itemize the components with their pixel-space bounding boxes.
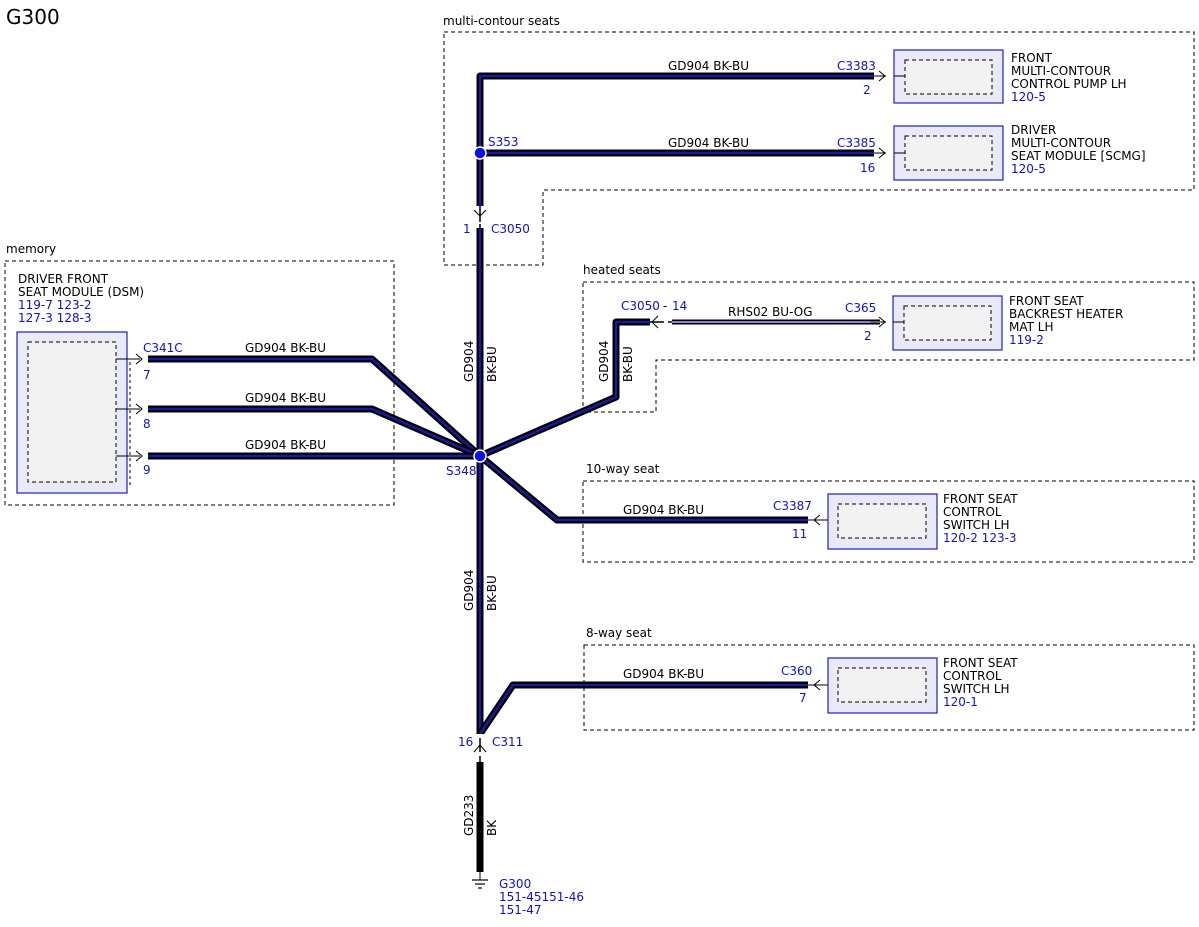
switch10-pin: 11	[792, 527, 807, 541]
scmg-connector: C3385	[837, 136, 876, 150]
wire-label-pump: GD904 BK-BU	[668, 59, 749, 73]
pump-name-2: MULTI-CONTOUR	[1011, 64, 1111, 78]
heater-name-3: MAT LH	[1009, 320, 1053, 334]
wire-label-trunk-upper-color: BK-BU	[485, 346, 499, 382]
component-dsm[interactable]: DRIVER FRONT SEAT MODULE (DSM) 119-7 123…	[16, 272, 183, 494]
switch8-name-1: FRONT SEAT	[943, 656, 1018, 670]
c311-pin: 16	[458, 735, 473, 749]
pump-name-3: CONTROL PUMP LH	[1011, 77, 1127, 91]
switch10-name-1: FRONT SEAT	[943, 492, 1018, 506]
component-scmg[interactable]: C3385 16 DRIVER MULTI-CONTOUR SEAT MODUL…	[837, 123, 1146, 181]
ground-g300[interactable]: G300 151-45151-46 151-47	[472, 872, 584, 917]
switch8-name-3: SWITCH LH	[943, 682, 1010, 696]
group-label-memory: memory	[6, 242, 56, 256]
wire-label-dsm-9: GD904 BK-BU	[245, 438, 326, 452]
dsm-pin-8: 8	[143, 417, 151, 431]
wire-label-trunk-lower-color: BK-BU	[485, 575, 499, 611]
dsm-connector: C341C	[143, 341, 183, 355]
scmg-name-1: DRIVER	[1011, 123, 1056, 137]
pump-pin: 2	[863, 83, 871, 97]
wire-label-heated-circuit: GD904	[597, 341, 611, 382]
dsm-pin-9: 9	[143, 463, 151, 477]
group-label-8-way: 8-way seat	[586, 626, 652, 640]
ground-name: G300	[499, 877, 531, 891]
connector-c3050-heated: C3050 - 14	[621, 299, 687, 329]
wire-label-gd233-color: BK	[485, 819, 499, 836]
c311-label: C311	[492, 735, 523, 749]
wire-label-switch8: GD904 BK-BU	[623, 667, 704, 681]
wire-label-gd233-circuit: GD233	[462, 795, 476, 836]
c3050-heated-pin: 14	[672, 299, 687, 313]
scmg-ref: 120-5	[1011, 162, 1046, 176]
wire-gd904-switch8	[477, 681, 808, 736]
scmg-name-2: MULTI-CONTOUR	[1011, 136, 1111, 150]
switch8-connector: C360	[781, 664, 812, 678]
switch10-connector: C3387	[773, 499, 812, 513]
c3050-heated-dash: -	[663, 299, 667, 313]
ground-ref-2: 151-47	[499, 903, 542, 917]
group-10-way: 10-way seat	[582, 462, 1195, 563]
connector-c3050-trunk: 1 C3050	[463, 206, 530, 236]
switch8-name-2: CONTROL	[943, 669, 1002, 683]
switch10-name-2: CONTROL	[943, 505, 1002, 519]
component-switch-10-way[interactable]: C3387 11 FRONT SEAT CONTROL SWITCH LH 12…	[773, 492, 1018, 550]
diagram-title: G300	[6, 5, 60, 29]
switch10-name-3: SWITCH LH	[943, 518, 1010, 532]
group-label-10-way: 10-way seat	[586, 462, 660, 476]
wire-label-trunk-upper-circuit: GD904	[462, 341, 476, 382]
splice-label-s353: S353	[488, 135, 519, 149]
switch10-ref: 120-2 123-3	[943, 531, 1017, 545]
scmg-name-3: SEAT MODULE [SCMG]	[1011, 149, 1146, 163]
dsm-ref-1: 119-7 123-2	[18, 298, 92, 312]
component-heater[interactable]: C365 2 FRONT SEAT BACKREST HEATER MAT LH…	[845, 294, 1123, 351]
splice-s348	[473, 449, 487, 463]
connector-c311: 16 C311	[458, 734, 523, 762]
splice-s353	[473, 146, 487, 160]
ground-ref-1: 151-45151-46	[499, 890, 584, 904]
splice-label-s348: S348	[446, 464, 477, 478]
wire-gd904-heated	[478, 318, 650, 460]
pump-connector: C3383	[837, 59, 876, 73]
heater-pin: 2	[864, 329, 872, 343]
c3050-heated-label: C3050	[621, 299, 660, 313]
group-multi-contour: multi-contour seats	[443, 14, 1195, 266]
scmg-pin: 16	[860, 161, 875, 175]
group-label-heated: heated seats	[583, 263, 661, 277]
group-label-multi-contour: multi-contour seats	[443, 14, 560, 28]
dsm-pin-7: 7	[143, 368, 151, 382]
c3050-pin: 1	[463, 222, 471, 236]
component-pump[interactable]: C3383 2 FRONT MULTI-CONTOUR CONTROL PUMP…	[837, 49, 1127, 104]
heater-connector: C365	[845, 301, 876, 315]
pump-ref: 120-5	[1011, 90, 1046, 104]
switch8-pin: 7	[799, 691, 807, 705]
wire-label-heated-color: BK-BU	[621, 346, 635, 382]
heater-name-1: FRONT SEAT	[1009, 294, 1084, 308]
wire-gd904-dsm-7	[148, 355, 483, 459]
wire-label-scmg: GD904 BK-BU	[668, 136, 749, 150]
wire-gd904-dsm-8	[148, 405, 482, 460]
heater-ref: 119-2	[1009, 333, 1044, 347]
wire-label-rhs02: RHS02 BU-OG	[728, 305, 813, 319]
switch8-ref: 120-1	[943, 695, 978, 709]
heater-name-2: BACKREST HEATER	[1009, 307, 1123, 321]
dsm-name-2: SEAT MODULE (DSM)	[18, 285, 144, 299]
wire-label-switch10: GD904 BK-BU	[623, 503, 704, 517]
wire-label-dsm-8: GD904 BK-BU	[245, 391, 326, 405]
wire-gd904-switch10	[477, 453, 808, 524]
wire-label-trunk-lower-circuit: GD904	[462, 570, 476, 611]
dsm-ref-2: 127-3 128-3	[18, 311, 92, 325]
group-heated-seats: heated seats	[582, 263, 1195, 413]
pump-name-1: FRONT	[1011, 51, 1053, 65]
dsm-name-1: DRIVER FRONT	[18, 272, 109, 286]
wire-label-dsm-7: GD904 BK-BU	[245, 341, 326, 355]
wire-gd904-pump	[476, 72, 874, 206]
c3050-label: C3050	[491, 222, 530, 236]
component-switch-8-way[interactable]: C360 7 FRONT SEAT CONTROL SWITCH LH 120-…	[781, 656, 1018, 714]
